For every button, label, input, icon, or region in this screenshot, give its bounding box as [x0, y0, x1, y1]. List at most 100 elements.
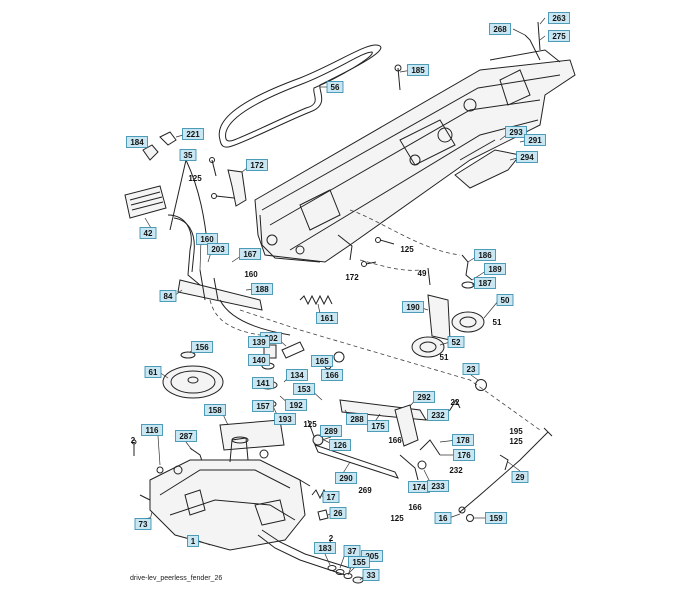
callout-number: 268 [493, 25, 507, 34]
callout-number: 116 [146, 426, 159, 435]
callout-number: 126 [333, 441, 347, 450]
callout-box [207, 243, 229, 255]
part-number-label: 51 [493, 318, 502, 327]
callout-number: 221 [186, 130, 200, 139]
callout-box [316, 312, 338, 324]
callout-box [141, 424, 163, 436]
callout-number: 35 [184, 151, 193, 160]
callout-number: 292 [417, 393, 431, 402]
transmission [139, 436, 351, 576]
callout-33: 33 [362, 569, 380, 581]
callout-box [348, 556, 370, 568]
callout-number: 288 [350, 415, 364, 424]
callout-box [314, 542, 336, 554]
callout-number: 50 [501, 296, 510, 305]
callout-number: 159 [489, 514, 503, 523]
callout-192: 192 [285, 399, 307, 411]
callout-box [489, 23, 511, 35]
callout-number: 42 [144, 229, 153, 238]
callout-233: 233 [427, 480, 449, 492]
callout-17: 17 [322, 491, 340, 503]
callout-number: 1 [191, 537, 196, 546]
callout-number: 202 [264, 334, 278, 343]
callout-box [485, 512, 507, 524]
callout-287: 287 [175, 430, 197, 442]
part-number-label: 232 [449, 466, 463, 475]
callout-box [516, 151, 538, 163]
callout-number: 291 [528, 136, 542, 145]
callout-52: 52 [447, 336, 465, 348]
callout-number: 29 [516, 473, 525, 482]
callout-box [144, 366, 162, 378]
callout-159: 159 [485, 512, 507, 524]
callout-box [182, 128, 204, 140]
callout-186: 186 [474, 249, 496, 261]
callout-box [139, 227, 157, 239]
callout-box [196, 233, 218, 245]
callout-box [548, 30, 570, 42]
callout-box [286, 369, 308, 381]
dashed-rods [209, 209, 541, 431]
part-number-label: 125 [303, 420, 317, 429]
callout-box [252, 377, 274, 389]
callout-box [434, 512, 452, 524]
callout-box [496, 294, 514, 306]
callout-61: 61 [144, 366, 162, 378]
callout-box [311, 355, 333, 367]
callout-178: 178 [452, 434, 474, 446]
callout-23: 23 [462, 363, 480, 375]
callout-box [407, 64, 429, 76]
callout-205: 205 [361, 550, 383, 562]
part-number-label: 125 [390, 514, 404, 523]
callout-175: 175 [367, 420, 389, 432]
callout-number: 275 [552, 32, 566, 41]
callout-box [484, 263, 506, 275]
callout-number: 161 [320, 314, 334, 323]
callout-box [474, 249, 496, 261]
callout-number: 37 [348, 547, 357, 556]
callout-116: 116 [141, 424, 163, 436]
callout-number: 134 [290, 371, 304, 380]
callout-155: 155 [348, 556, 370, 568]
part-number-label: 166 [388, 436, 402, 445]
part-number-label: 125 [188, 174, 202, 183]
callout-293: 293 [505, 126, 527, 138]
callout-number: 232 [431, 411, 445, 420]
part-number-label: 195 [509, 427, 523, 436]
callout-box [362, 569, 380, 581]
callout-number: 189 [488, 265, 502, 274]
part-184 [142, 144, 159, 161]
control-rod-29 [458, 427, 553, 522]
callout-203: 203 [207, 243, 229, 255]
callout-185: 185 [407, 64, 429, 76]
callout-box [548, 12, 570, 24]
spring-161 [299, 294, 333, 306]
callout-190: 190 [402, 301, 424, 313]
callout-box [505, 126, 527, 138]
callout-number: 157 [256, 402, 270, 411]
callout-box [329, 507, 347, 519]
callout-42: 42 [139, 227, 157, 239]
callout-box [427, 409, 449, 421]
callout-box [335, 472, 357, 484]
callout-number: 178 [456, 436, 470, 445]
callout-box [453, 449, 475, 461]
callout-number: 166 [325, 371, 339, 380]
callout-number: 263 [552, 14, 566, 23]
part-number-label: 2 [329, 534, 334, 543]
callout-number: 233 [431, 482, 445, 491]
callout-box [187, 535, 199, 547]
callout-263: 263 [548, 12, 570, 24]
pedal-arm [167, 151, 209, 286]
callout-187: 187 [474, 277, 496, 289]
rod-268 [524, 34, 541, 61]
callout-number: 26 [334, 509, 343, 518]
part-number-label: 125 [400, 245, 414, 254]
callout-174: 174 [408, 481, 430, 493]
callout-box [285, 399, 307, 411]
callout-number: 156 [195, 343, 209, 352]
callout-box [252, 400, 274, 412]
callout-294: 294 [516, 151, 538, 163]
callout-number: 188 [255, 285, 269, 294]
